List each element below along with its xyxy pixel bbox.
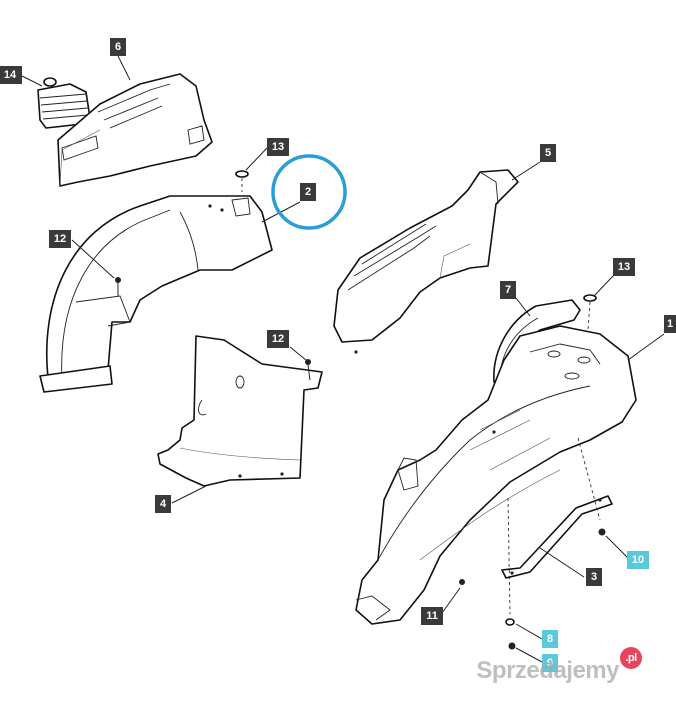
watermark-text: Sprzedajemy <box>476 657 619 684</box>
callout-13-upper[interactable]: 13 <box>267 138 289 156</box>
part-13-washer-right <box>583 294 597 302</box>
callout-10-label: 10 <box>632 554 644 566</box>
part-12-screw-left <box>115 277 121 296</box>
part-10-bolt <box>577 437 606 536</box>
callout-9[interactable]: 9 <box>542 654 558 672</box>
callout-4-label: 4 <box>160 498 167 510</box>
callout-8-box <box>542 630 558 648</box>
callout-3-box <box>586 568 602 586</box>
part-12-screw-middle <box>305 359 311 381</box>
callout-12-middle-box <box>267 330 289 348</box>
part-2-inner-fender-left <box>39 195 273 393</box>
callout-2-label: 2 <box>305 186 311 198</box>
callout-3-label: 3 <box>591 571 597 583</box>
callout-12-left[interactable]: 12 <box>49 230 71 248</box>
callout-7[interactable]: 7 <box>500 281 516 299</box>
callout-7-box <box>500 281 516 299</box>
callout-3[interactable]: 3 <box>586 568 602 586</box>
callout-6-label: 6 <box>115 41 121 53</box>
callout-14-box <box>0 66 22 84</box>
callout-13-right-box <box>613 258 635 276</box>
callout-1-label: 1 <box>667 318 673 330</box>
callout-12-left-label: 12 <box>54 233 66 245</box>
part-4-splash-panel <box>157 335 323 487</box>
callout-9-label: 9 <box>547 657 553 669</box>
callout-10-box <box>627 551 649 569</box>
callout-6[interactable]: 6 <box>110 38 126 56</box>
highlight-circle <box>271 154 347 230</box>
callout-12-left-box <box>49 230 71 248</box>
callout-5[interactable]: 5 <box>540 144 556 162</box>
part-9-nut <box>508 642 516 650</box>
part-8-washer <box>505 497 515 626</box>
callout-12-middle-label: 12 <box>272 333 284 345</box>
callout-2-box <box>300 183 316 201</box>
callout-1-box <box>664 315 676 333</box>
callout-13-upper-label: 13 <box>272 141 284 153</box>
part-13-washer-upper <box>235 170 249 178</box>
callout-5-label: 5 <box>545 147 551 159</box>
callout-13-right-label: 13 <box>618 261 630 273</box>
callout-11-label: 11 <box>426 610 438 622</box>
callout-14-label: 14 <box>4 69 17 81</box>
part-6-console-cover <box>57 73 213 187</box>
callout-11-box <box>421 607 443 625</box>
callout-13-upper-box <box>267 138 289 156</box>
callout-4[interactable]: 4 <box>155 495 171 513</box>
callout-1[interactable]: 1 <box>664 315 676 333</box>
callout-2[interactable]: 2 <box>300 183 316 201</box>
callout-5-box <box>540 144 556 162</box>
callout-10[interactable]: 10 <box>627 551 649 569</box>
watermark: Sprzedajemy.pl <box>476 647 642 685</box>
callout-8-label: 8 <box>547 633 553 645</box>
part-5-console-cover-right <box>333 169 519 354</box>
callout-4-box <box>155 495 171 513</box>
callout-6-box <box>110 38 126 56</box>
callout-7-label: 7 <box>505 284 511 296</box>
callout-12-middle[interactable]: 12 <box>267 330 289 348</box>
watermark-badge: .pl <box>620 647 642 669</box>
callout-13-right[interactable]: 13 <box>613 258 635 276</box>
part-3-support-bracket <box>501 495 613 579</box>
callout-8[interactable]: 8 <box>542 630 558 648</box>
callout-9-box <box>542 654 558 672</box>
callout-11[interactable]: 11 <box>421 607 443 625</box>
part-11-nut <box>459 579 465 585</box>
part-1-main-fender-right <box>355 325 637 625</box>
callout-14[interactable]: 14 <box>0 66 22 84</box>
